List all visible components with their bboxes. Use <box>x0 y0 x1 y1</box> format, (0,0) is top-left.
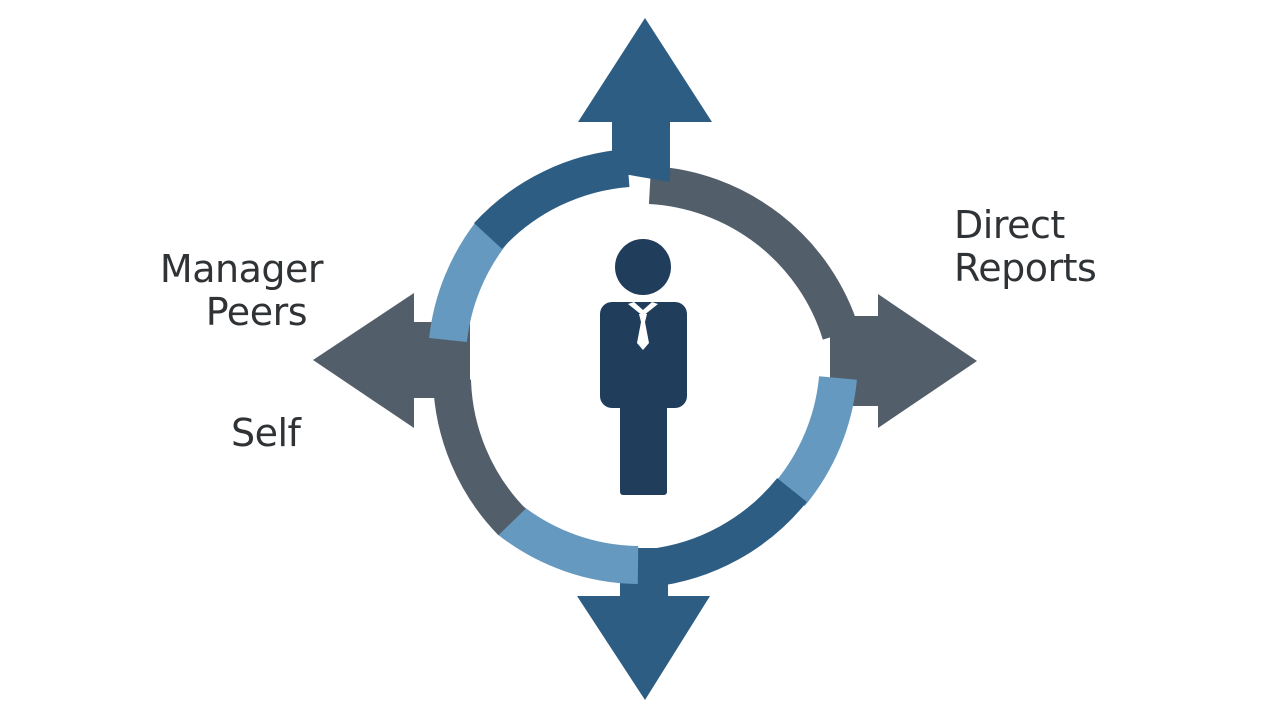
tie <box>637 314 649 350</box>
arc-top-right <box>648 166 860 340</box>
person-head <box>615 239 671 295</box>
person-torso <box>600 302 687 408</box>
direct-label: Direct <box>954 203 1065 247</box>
person-icon <box>600 239 687 495</box>
arc-bottom-right <box>647 477 807 587</box>
arrow-up-icon <box>578 18 712 182</box>
self-arrow <box>313 293 526 536</box>
reports-label: Reports <box>954 246 1097 290</box>
self-label: Self <box>231 411 301 455</box>
manager-label: Manager <box>159 247 324 291</box>
arc-right-light <box>775 375 857 507</box>
peers-label: Peers <box>205 290 308 334</box>
down-arrow-group <box>577 477 807 700</box>
arrow-down-icon <box>577 548 710 700</box>
arrow-right-icon <box>830 294 977 428</box>
arc-top-left <box>474 149 630 250</box>
up-arrow-group <box>474 18 712 250</box>
shirt-collar <box>628 302 658 316</box>
person-legs <box>620 395 667 495</box>
direct-reports-arrow <box>648 166 977 428</box>
arc-bottom-left-light <box>498 504 639 584</box>
arc-left-light <box>429 220 508 343</box>
arc-left-bottom <box>433 379 526 536</box>
